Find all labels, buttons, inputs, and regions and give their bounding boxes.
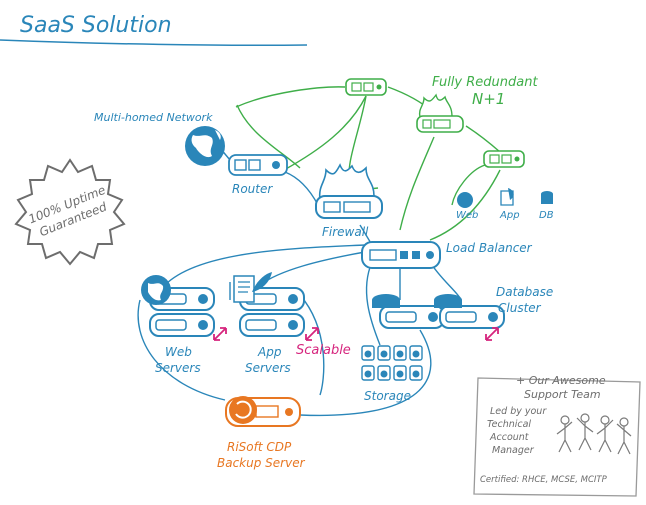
database-cluster-label-2: Cluster — [498, 301, 542, 315]
small-db-icon — [541, 191, 553, 204]
redundant-server-2 — [483, 150, 525, 168]
support-body-3: Account — [489, 432, 530, 443]
small-web-globe-icon — [457, 192, 473, 208]
web-servers-icon — [141, 275, 215, 337]
support-body-2: Technical — [487, 419, 531, 430]
load-balancer-label: Load Balancer — [446, 241, 533, 255]
app-scale-arrow — [305, 327, 319, 341]
support-body-4: Manager — [492, 445, 535, 456]
support-heading-2: Support Team — [524, 388, 601, 401]
uptime-badge: 100% Uptime Guaranteed — [14, 158, 126, 266]
database-cluster-icon — [372, 294, 505, 329]
page-title: SaaS Solution — [20, 13, 172, 38]
db-scale-arrow — [485, 327, 499, 341]
multihomed-label: Multi-homed Network — [94, 111, 213, 124]
web-servers-label-1: Web — [165, 345, 192, 359]
small-app-label: App — [499, 210, 520, 221]
support-note: + Our Awesome Support Team Led by your T… — [473, 374, 641, 497]
n-plus-1-label: N+1 — [472, 90, 505, 108]
globe-icon — [185, 126, 225, 166]
firewall-icon — [315, 163, 383, 219]
scalable-label: Scalable — [296, 343, 351, 358]
redundant-firewall-icon — [416, 93, 464, 133]
backup-server-icon — [225, 396, 301, 427]
title-underline — [0, 39, 308, 47]
redundant-server-1 — [345, 78, 387, 96]
app-servers-label-2: Servers — [245, 361, 291, 375]
backup-label-2: Backup Server — [217, 456, 306, 470]
router-label: Router — [232, 182, 273, 196]
app-servers-icon — [233, 272, 305, 337]
support-heading-1: + Our Awesome — [516, 374, 606, 387]
web-servers-label-2: Servers — [155, 361, 201, 375]
blue-connectors — [137, 129, 461, 417]
support-certified: Certified: RHCE, MCSE, MCITP — [480, 475, 608, 485]
web-scale-arrow — [213, 327, 227, 341]
router-icon — [228, 154, 288, 176]
backup-label-1: RiSoft CDP — [227, 440, 292, 454]
firewall-label: Firewall — [322, 225, 369, 239]
storage-label: Storage — [364, 389, 411, 403]
support-body-1: Led by your — [490, 406, 547, 417]
small-db-label: DB — [539, 210, 554, 221]
fully-redundant-label: Fully Redundant — [432, 75, 538, 90]
storage-icon — [361, 345, 423, 381]
load-balancer-icon — [361, 241, 441, 269]
database-cluster-label-1: Database — [496, 285, 553, 299]
small-web-label: Web — [456, 210, 478, 221]
support-team-figures — [556, 413, 632, 455]
app-servers-label-1: App — [257, 345, 282, 359]
